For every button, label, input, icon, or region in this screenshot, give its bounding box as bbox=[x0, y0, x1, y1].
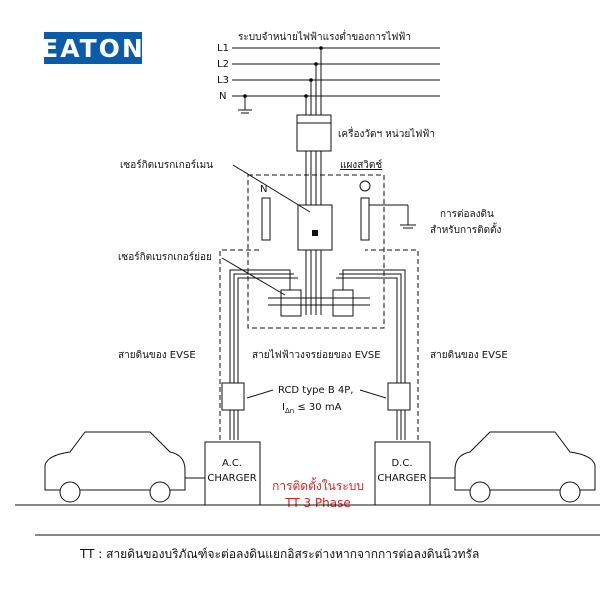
switchboard-enclosure bbox=[247, 174, 385, 329]
main-breaker-label: เซอร์กิตเบรกเกอร์เมน bbox=[120, 159, 213, 171]
system-label-2: TT 3 Phase bbox=[284, 496, 351, 510]
sub-breaker-ac bbox=[280, 289, 302, 317]
rcd-label: RCD type B 4P, bbox=[278, 385, 353, 396]
rcd-dc bbox=[387, 382, 411, 411]
main-breaker bbox=[297, 204, 333, 251]
svg-text:D.C.: D.C. bbox=[391, 458, 412, 469]
earthing-label-2: สำหรับการติดตั้ง bbox=[430, 222, 502, 236]
ac-charger: A.C. CHARGER bbox=[204, 441, 261, 506]
evse-earth-left-label: สายดินของ EVSE bbox=[118, 350, 196, 361]
earth-bar bbox=[360, 197, 370, 241]
evse-circuit-label: สายไฟฟ้าวงจรย่อยของ EVSE bbox=[252, 349, 381, 361]
energy-meter bbox=[296, 114, 332, 152]
svg-text:EATON: EATON bbox=[41, 34, 145, 63]
footer-note: TT : สายดินของบริภัณฑ์จะต่อลงดินแยกอิสระ… bbox=[79, 547, 479, 561]
svg-text:N: N bbox=[219, 91, 226, 102]
svg-text:CHARGER: CHARGER bbox=[377, 473, 426, 484]
evse-earth-right-label: สายดินของ EVSE bbox=[430, 350, 508, 361]
svg-text:L3: L3 bbox=[217, 75, 229, 86]
car-right-icon bbox=[430, 431, 596, 503]
neutral-bar bbox=[261, 197, 271, 241]
system-label-1: การติดตั้งในระบบ bbox=[272, 477, 364, 493]
sub-breaker-label: เซอร์กิตเบรกเกอร์ย่อย bbox=[118, 251, 212, 263]
dc-charger: D.C. CHARGER bbox=[374, 441, 431, 506]
sub-breaker-dc bbox=[332, 289, 354, 317]
supply-title: ระบบจำหน่ายไฟฟ้าแรงต่ำของการไฟฟ้า bbox=[238, 29, 411, 43]
svg-text:CHARGER: CHARGER bbox=[207, 473, 256, 484]
neutral-bar-label: N bbox=[260, 184, 267, 195]
meter-label: เครื่องวัดฯ หน่วยไฟฟ้า bbox=[338, 126, 435, 140]
svg-text:L1: L1 bbox=[217, 43, 229, 54]
earthing-label-1: การต่อลงดิน bbox=[440, 209, 494, 220]
svg-text:L2: L2 bbox=[217, 59, 229, 70]
svg-text:A.C.: A.C. bbox=[222, 458, 242, 469]
earth-symbol-icon bbox=[359, 180, 371, 192]
rcd-rating: IΔn ≤ 30 mA bbox=[282, 402, 342, 415]
eaton-logo: EATON bbox=[41, 32, 145, 64]
switchboard-label: แผงสวิตช์ bbox=[340, 159, 382, 171]
car-left-icon bbox=[44, 431, 205, 503]
rcd-ac bbox=[221, 382, 245, 411]
